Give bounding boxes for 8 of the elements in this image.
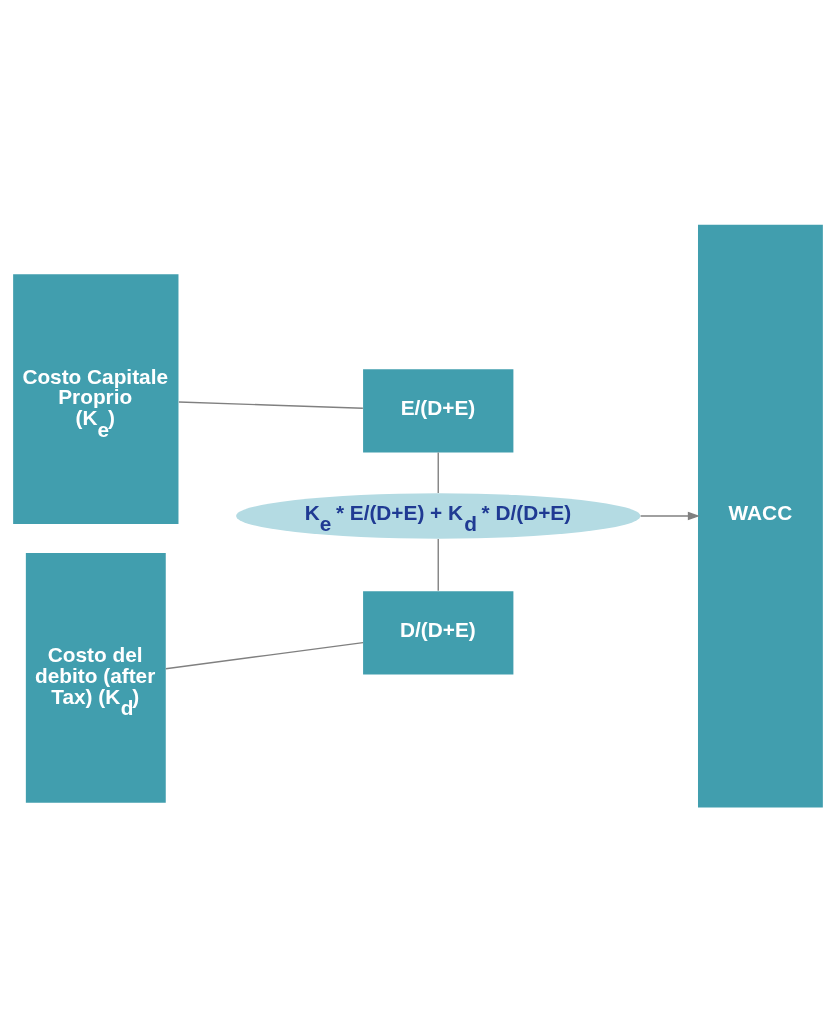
connector bbox=[178, 401, 364, 409]
node-box: WACC bbox=[698, 224, 823, 808]
connector bbox=[437, 451, 439, 494]
node-box: D/(D+E) bbox=[363, 591, 514, 675]
arrow bbox=[639, 511, 700, 521]
connector bbox=[165, 641, 364, 670]
connector bbox=[437, 538, 439, 592]
node-box: E/(D+E) bbox=[363, 369, 514, 453]
